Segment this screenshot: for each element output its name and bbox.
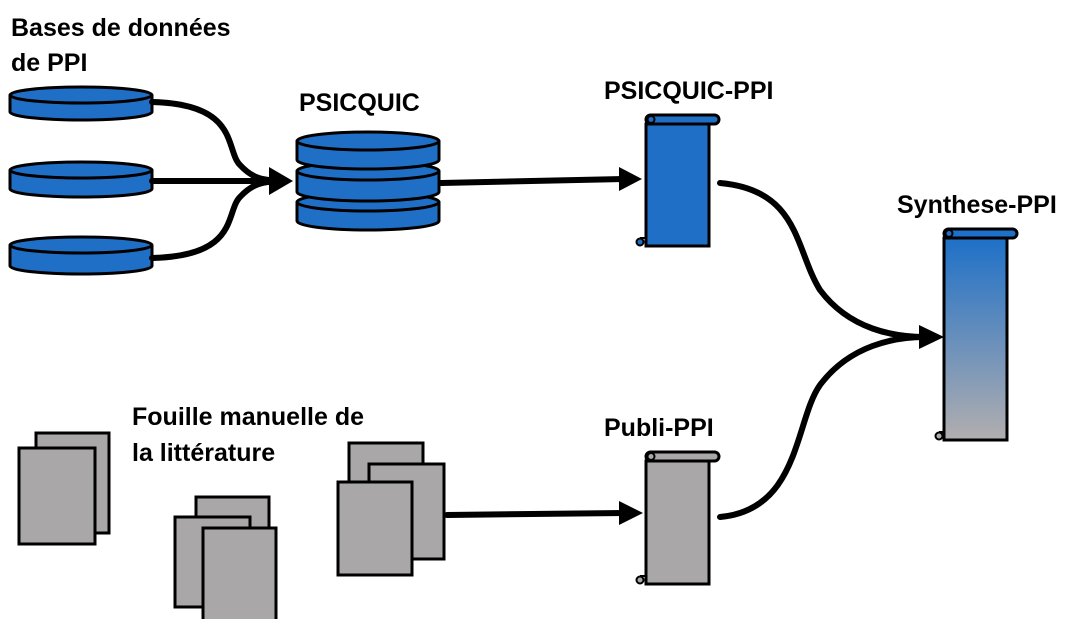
synthese-ppi-scroll: [934, 227, 1019, 442]
source-database-2: [8, 160, 154, 199]
literature-document-group-3: [336, 441, 446, 577]
psicquic-database-stack: [295, 130, 441, 232]
arrow-db3-to-psicquic: [149, 178, 289, 261]
psicquic-label: PSICQUIC: [299, 89, 420, 117]
arrowhead-psicquic: [269, 167, 293, 195]
literature-document-group-2: [173, 495, 278, 619]
psicquic-ppi-scroll: [635, 113, 721, 248]
psicquic-ppi-label: PSICQUIC-PPI: [604, 77, 774, 105]
arrow-psicquic-ppi-to-synthese: [717, 180, 928, 340]
arrow-psicquic-to-psicquic-ppi: [438, 176, 627, 186]
publi-ppi-scroll: [635, 450, 721, 586]
arrowhead-synthese: [919, 325, 944, 349]
source-database-1: [8, 85, 154, 122]
ppi-databases-label-line2: de PPI: [11, 49, 88, 77]
publi-ppi-label: Publi-PPI: [604, 414, 714, 442]
arrow-db1-to-psicquic: [149, 99, 289, 184]
literature-document-group-1: [17, 431, 111, 546]
arrow-publi-ppi-to-synthese: [717, 334, 928, 520]
ppi-databases-label-line1: Bases de données: [11, 14, 231, 42]
literature-label-line1: Fouille manuelle de: [132, 403, 364, 431]
arrow-literature-to-publi-ppi: [444, 510, 627, 518]
literature-label-line2: la littérature: [132, 439, 276, 467]
arrowhead-psicquic-ppi: [619, 167, 642, 191]
synthese-ppi-label: Synthese-PPI: [897, 191, 1057, 219]
source-database-3: [8, 235, 154, 276]
arrowhead-publi-ppi: [619, 501, 643, 525]
